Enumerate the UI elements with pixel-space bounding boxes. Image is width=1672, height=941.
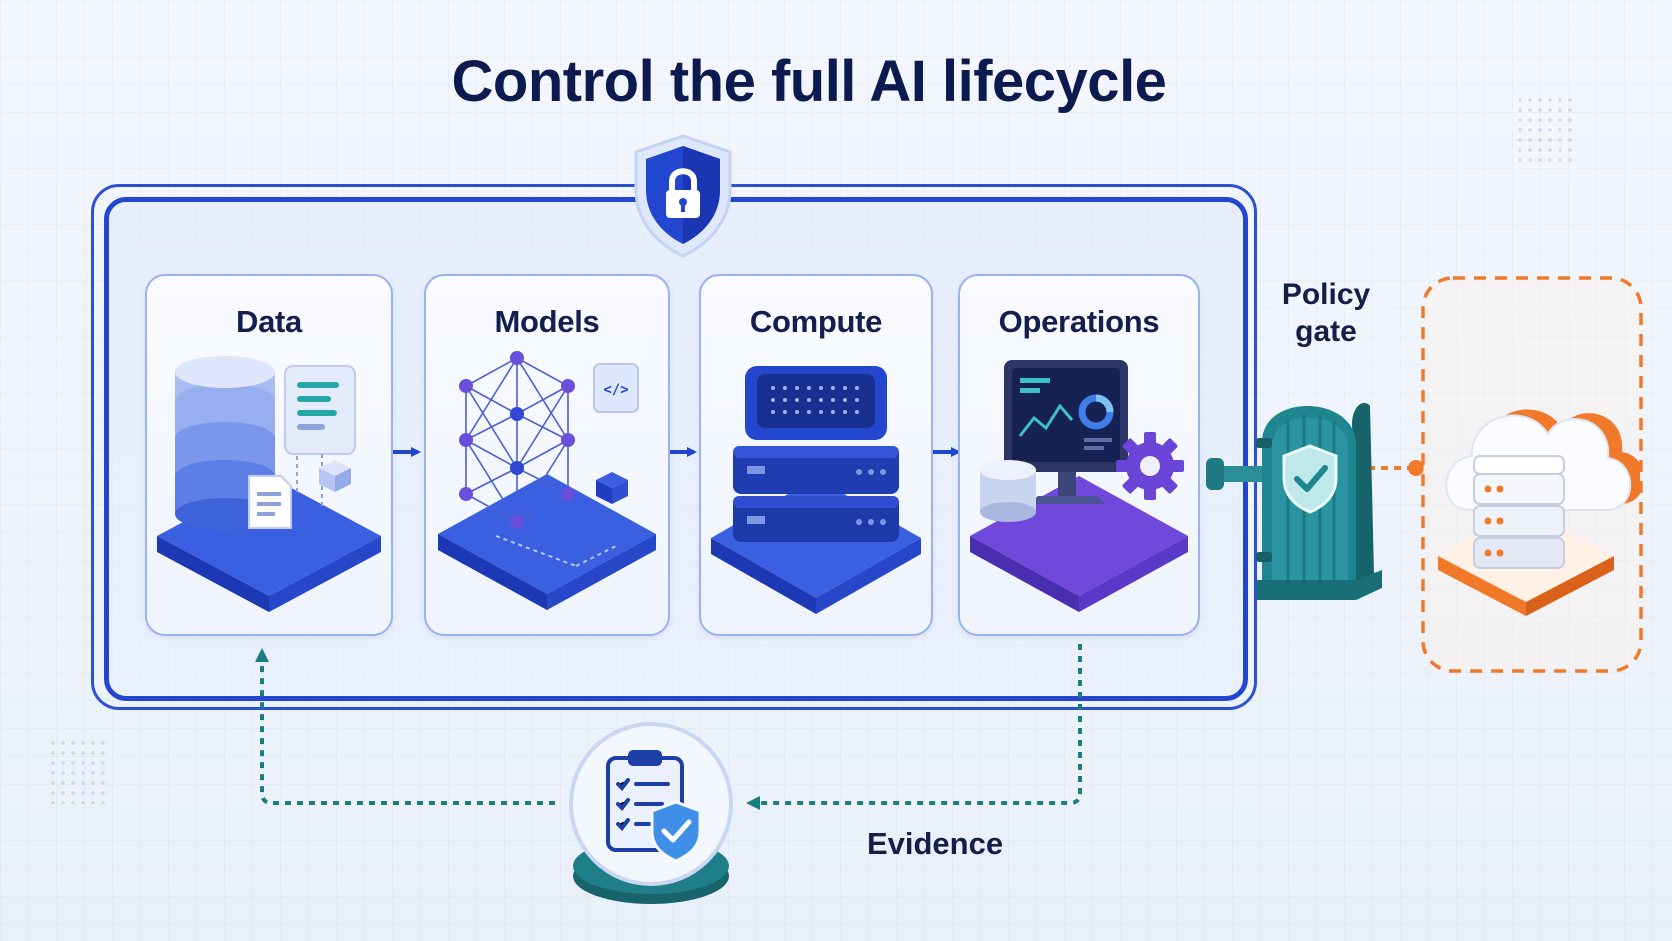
stage-card-compute[interactable]: Compute [699,274,933,636]
evidence-arrow-to-data [255,648,555,805]
svg-text:</>: </> [603,382,628,398]
decorative-dots-bottom-left [48,738,110,804]
decorative-dots-top-right [1515,95,1577,167]
cloud-connector-dot [1408,460,1424,476]
evidence-label: Evidence [866,826,1004,861]
stage-label-data: Data [236,304,302,339]
stage-card-models[interactable]: Models </> [424,274,670,636]
policy-gate-label: Policy gate [1256,276,1396,350]
stage-card-data[interactable]: Data [145,274,393,636]
clipboard-check-icon[interactable] [566,718,736,918]
policy-gate-door-icon[interactable] [1206,384,1396,604]
lock-shield-icon [634,134,732,258]
server-stack-icon [711,366,921,614]
page-title: Control the full AI lifecycle [451,49,1167,114]
stage-label-models: Models [494,304,600,339]
stage-label-operations: Operations [998,304,1160,339]
stage-label-compute: Compute [749,304,883,339]
monitor-dashboard-icon [970,360,1188,612]
policy-gate-label-line2: gate [1295,315,1357,348]
evidence-arrow-from-operations [746,644,1082,810]
policy-gate-label-line1: Policy [1281,278,1371,311]
cloud-server-icon [1438,409,1640,616]
database-icon [157,356,381,612]
stage-card-operations[interactable]: Operations [958,274,1200,636]
neural-network-icon: </> [438,351,656,610]
